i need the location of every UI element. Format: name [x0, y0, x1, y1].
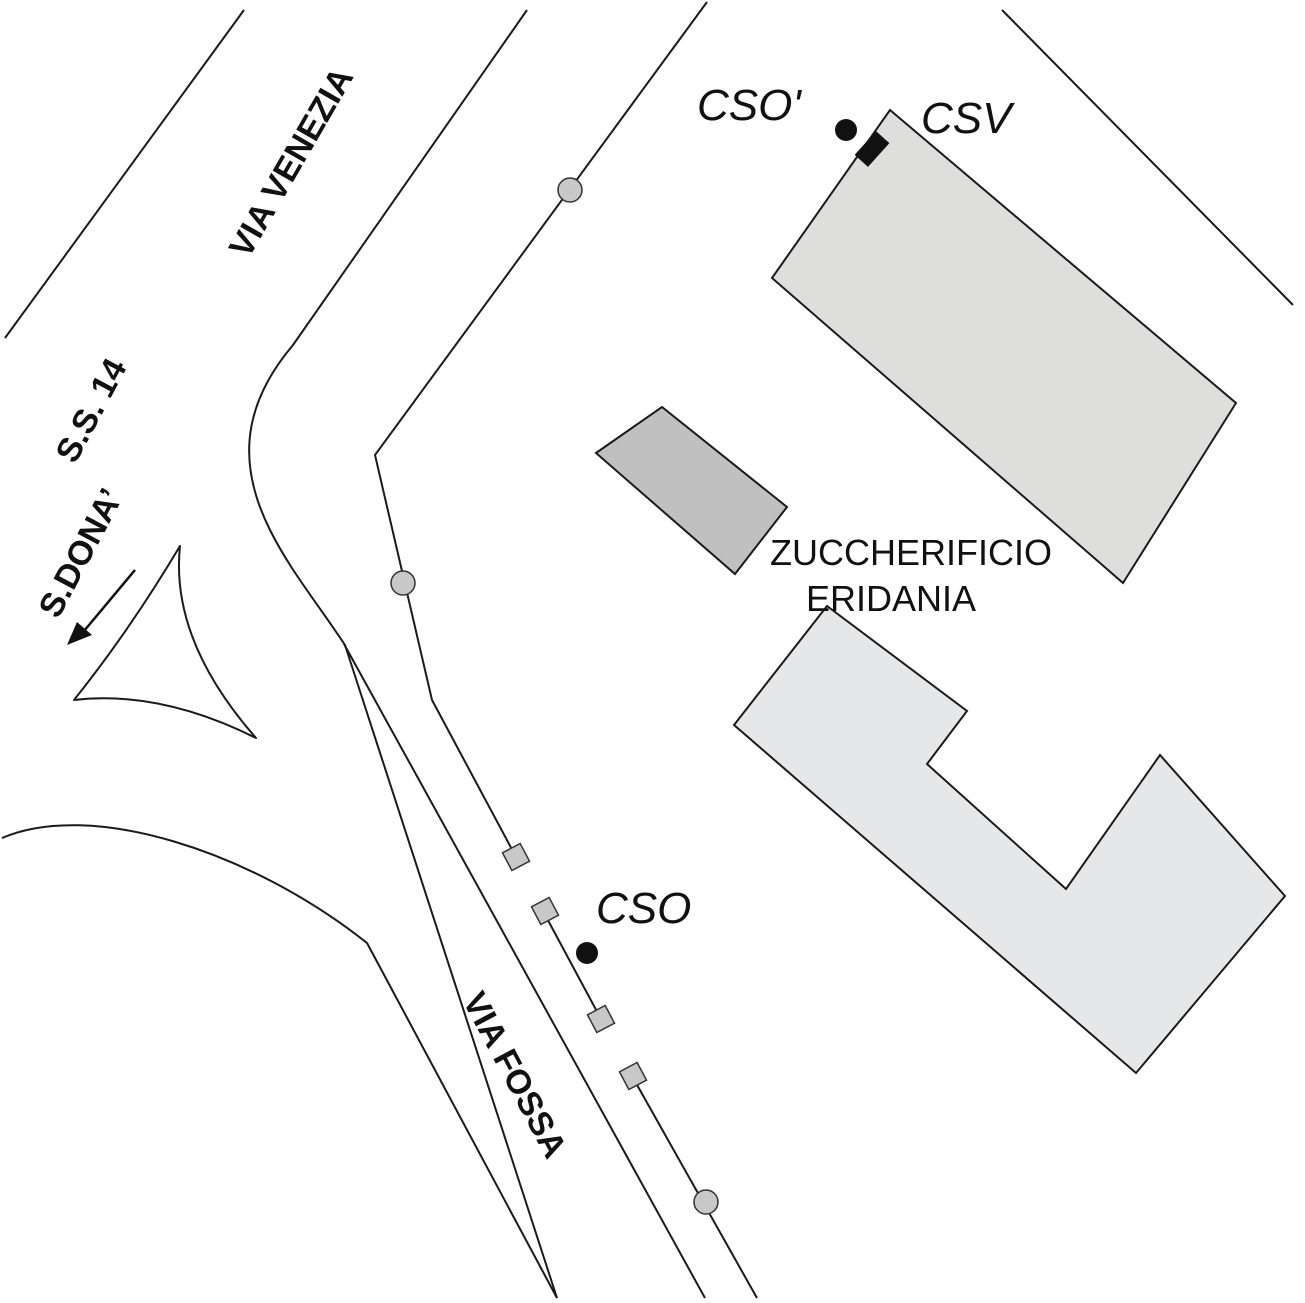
road-curve-southwest — [1, 824, 558, 1299]
railway-parallel-south — [343, 643, 706, 1299]
square-icon — [618, 1061, 648, 1091]
building-main-factory — [770, 108, 1238, 585]
building-small — [594, 405, 789, 576]
square-stops — [501, 842, 648, 1091]
railway-south-segment — [631, 1075, 758, 1299]
road-top-right-edge — [1001, 9, 1294, 306]
stations — [576, 119, 890, 964]
station-cso-prime-marker — [835, 119, 857, 141]
hollow-circle-icon — [557, 177, 583, 203]
road-traffic-island — [73, 545, 257, 739]
label-via-fossa: VIA FOSSA — [455, 986, 574, 1165]
label-factory-line2: ERIDANIA — [806, 578, 976, 619]
label-factory-line1: ZUCCHERIFICIO — [770, 532, 1052, 573]
road-ss14-west-edge — [4, 9, 245, 339]
roads — [1, 9, 1294, 1299]
building-l-shaped — [732, 604, 1287, 1075]
square-icon — [586, 1004, 616, 1034]
station-cso-marker — [576, 942, 598, 964]
station-csv-marker — [854, 131, 890, 167]
label-s-dona: S.DONA’ — [32, 482, 131, 623]
buildings — [594, 108, 1287, 1075]
label-station-cso: CSO — [596, 884, 691, 933]
square-icon — [501, 842, 531, 872]
hollow-circle-icon — [693, 1189, 719, 1215]
round-stops — [390, 177, 719, 1215]
label-station-csv: CSV — [921, 94, 1015, 143]
road-via-venezia-east-edge — [248, 9, 558, 1299]
label-ss14: S.S. 14 — [49, 352, 135, 468]
railway-platform-segment — [542, 910, 602, 1020]
label-via-venezia: VIA VENEZIA — [222, 61, 361, 264]
label-station-cso-prime: CSO' — [697, 81, 802, 130]
arrow-down-left-icon — [67, 569, 136, 645]
square-icon — [530, 896, 560, 926]
hollow-circle-icon — [390, 570, 416, 596]
